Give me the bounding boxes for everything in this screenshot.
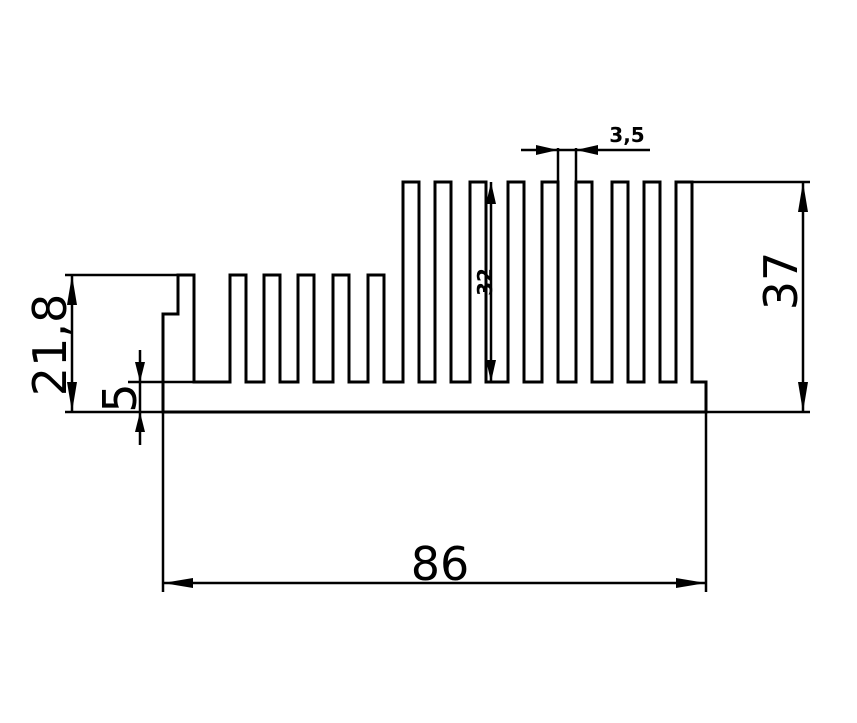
arrow-right [676,578,706,588]
dim-fin-spacing: 3,5 [609,123,644,147]
heatsink-profile [161,180,708,414]
arrow-left [163,578,193,588]
dim-left-height: 21,8 [23,294,77,396]
arrow-spacing-left [536,145,558,155]
arrow-bottom [798,382,808,412]
arrow-base-top [135,362,145,382]
dim-fin-height: 32 [473,268,497,296]
dim-base-thickness: 5 [93,383,147,412]
arrow-base-bottom [135,412,145,432]
arrow-left-top [67,275,77,305]
arrow-fin-top [486,182,496,204]
dim-total-height: 37 [754,252,808,311]
arrow-left-bottom [67,382,77,412]
arrow-fin-bottom [486,360,496,382]
dim-total-width: 86 [411,537,470,591]
arrow-top [798,182,808,212]
arrow-spacing-right [576,145,598,155]
